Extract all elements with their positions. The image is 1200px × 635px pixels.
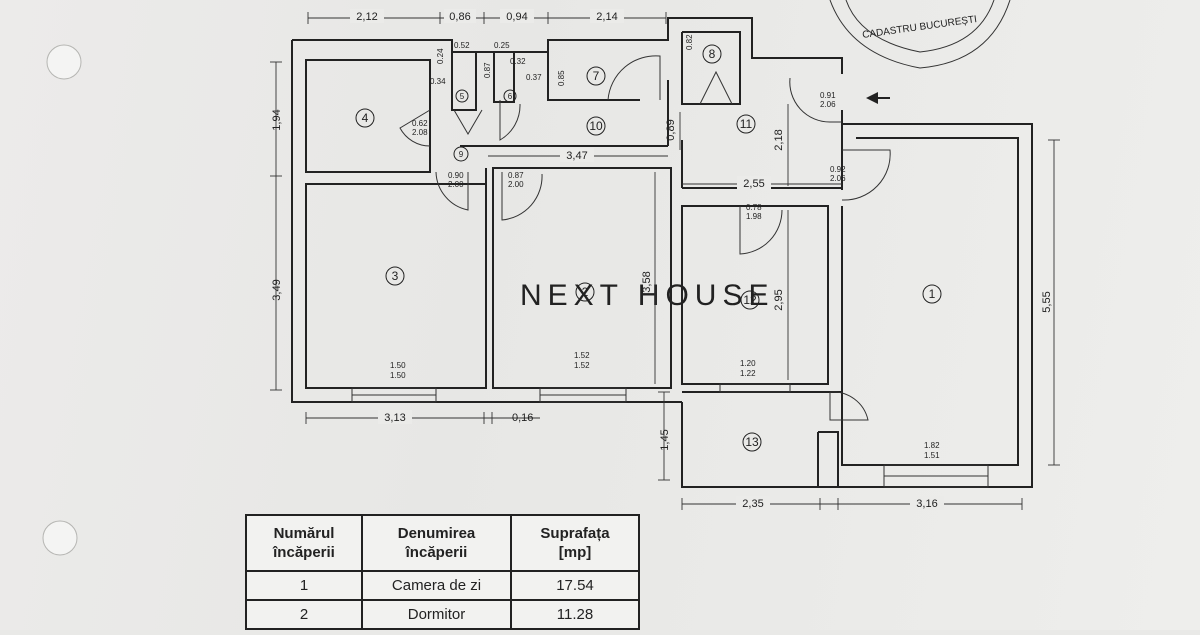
svg-text:0.25: 0.25 [494, 41, 510, 50]
svg-text:2.06: 2.06 [820, 100, 836, 109]
punch-hole-bottom [42, 520, 78, 556]
room-12-label: 12 [740, 290, 760, 310]
dim-3-58: 3,58 [641, 271, 653, 292]
doors [399, 55, 891, 421]
svg-text:2.06: 2.06 [830, 174, 846, 183]
svg-text:0.24: 0.24 [436, 48, 445, 64]
svg-text:0.87: 0.87 [508, 171, 524, 180]
room-3-label: 3 [385, 266, 405, 286]
dim-2-55: 2,55 [743, 178, 764, 190]
room-7-label: 7 [586, 66, 606, 86]
svg-text:2.00: 2.00 [448, 180, 464, 189]
svg-text:0.78: 0.78 [746, 203, 762, 212]
cell-room-number: 2 [245, 599, 363, 630]
cell-room-name: Dormitor [361, 599, 512, 630]
svg-text:1.50: 1.50 [390, 361, 406, 370]
svg-text:11: 11 [740, 117, 753, 131]
svg-text:1.52: 1.52 [574, 351, 590, 360]
room-2-label: 2 [575, 282, 595, 302]
room-8-label: 8 [702, 44, 722, 64]
dim-2-95: 2,95 [773, 289, 785, 310]
svg-text:5: 5 [460, 92, 465, 101]
cadastral-stamp: CADASTRU BUCUREȘTI [829, 0, 1011, 69]
dim-0-94: 0,94 [506, 11, 527, 23]
svg-text:0.32: 0.32 [510, 57, 526, 66]
svg-text:1.22: 1.22 [740, 369, 756, 378]
dim-2-14: 2,14 [596, 11, 617, 23]
svg-text:0.82: 0.82 [685, 34, 694, 50]
svg-text:0.62: 0.62 [412, 119, 428, 128]
svg-text:0.87: 0.87 [483, 62, 492, 78]
dim-2-18: 2,18 [773, 129, 785, 150]
svg-text:1.82: 1.82 [924, 441, 940, 450]
dim-3-13: 3,13 [384, 412, 405, 424]
cell-room-number: 1 [245, 570, 363, 601]
svg-text:12: 12 [743, 293, 757, 307]
dim-3-49: 3,49 [271, 279, 283, 300]
room-6-label: 6 [503, 89, 517, 103]
svg-text:0.52: 0.52 [454, 41, 470, 50]
svg-text:10: 10 [589, 119, 603, 133]
svg-text:6: 6 [508, 92, 513, 101]
dim-0-89: 0,89 [665, 119, 677, 140]
dim-0-16: 0,16 [512, 412, 533, 424]
cell-area: 11.28 [510, 599, 640, 630]
dim-5-55: 5,55 [1041, 291, 1053, 312]
stamp-text: CADASTRU BUCUREȘTI [862, 14, 978, 41]
svg-text:9: 9 [459, 150, 464, 159]
svg-text:0.34: 0.34 [430, 77, 446, 86]
dim-1-45: 1,45 [659, 429, 671, 450]
dim-2-35: 2,35 [742, 498, 763, 510]
svg-text:2.08: 2.08 [412, 128, 428, 137]
punch-hole-top [46, 44, 82, 80]
entrance-arrow [866, 92, 890, 104]
cell-area: 17.54 [510, 570, 640, 601]
svg-text:1: 1 [929, 287, 936, 301]
walls [291, 17, 1033, 488]
room-1-label: 1 [922, 284, 942, 304]
svg-text:3: 3 [392, 269, 399, 283]
svg-text:8: 8 [709, 47, 716, 61]
table-row: 2 Dormitor 11.28 [245, 599, 640, 630]
room-numbers: 1 2 3 4 5 6 7 8 9 10 11 12 13 [355, 44, 942, 452]
svg-text:2: 2 [582, 285, 589, 299]
svg-text:2.00: 2.00 [508, 180, 524, 189]
table-row: 1 Camera de zi 17.54 [245, 570, 640, 601]
svg-text:0.90: 0.90 [448, 171, 464, 180]
dim-0-86: 0,86 [449, 11, 470, 23]
svg-text:1.51: 1.51 [924, 451, 940, 460]
svg-text:7: 7 [593, 69, 600, 83]
room-9-label: 9 [453, 146, 469, 162]
windows [351, 383, 989, 488]
svg-text:0.85: 0.85 [557, 70, 566, 86]
svg-text:13: 13 [745, 435, 759, 449]
col-header-area: Suprafața[mp] [510, 514, 640, 572]
svg-text:4: 4 [362, 111, 369, 125]
cell-room-name: Camera de zi [361, 570, 512, 601]
dimension-labels: 2,12 0,86 0,94 2,14 1,94 3,49 3,13 0,16 … [271, 9, 1053, 510]
dim-2-12: 2,12 [356, 11, 377, 23]
svg-text:1.50: 1.50 [390, 371, 406, 380]
room-10-label: 10 [586, 116, 606, 136]
dim-1-94: 1,94 [271, 109, 283, 130]
watermark: NEXT HOUSE [520, 279, 775, 312]
opening-labels: 0.52 0.25 0.24 0.34 0.32 0.37 0.85 0.87 … [390, 34, 940, 460]
room-5-label: 5 [455, 89, 469, 103]
room-11-label: 11 [736, 114, 756, 134]
room-4-label: 4 [355, 108, 375, 128]
svg-text:1.52: 1.52 [574, 361, 590, 370]
room-13-label: 13 [742, 432, 762, 452]
svg-text:1.98: 1.98 [746, 212, 762, 221]
dim-3-16: 3,16 [916, 498, 937, 510]
svg-text:0.91: 0.91 [820, 91, 836, 100]
dim-3-47: 3,47 [566, 150, 587, 162]
svg-text:0.92: 0.92 [830, 165, 846, 174]
svg-text:1.20: 1.20 [740, 359, 756, 368]
svg-text:0.37: 0.37 [526, 73, 542, 82]
